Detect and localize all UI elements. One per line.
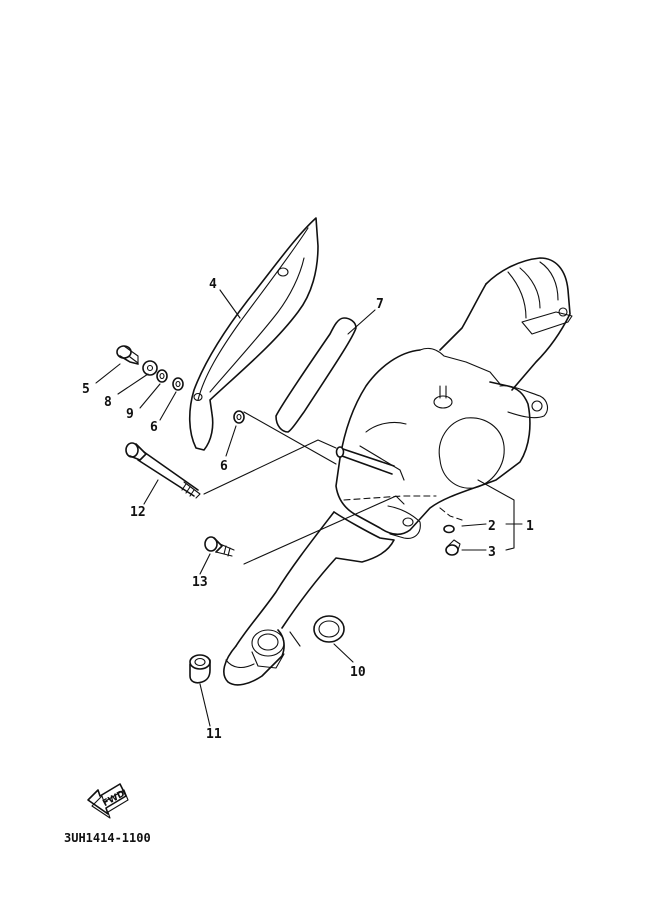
part-grommet-6a [172, 377, 184, 391]
callout-4: 4 [209, 277, 217, 292]
part-bolt-5 [116, 345, 139, 365]
callout-3: 3 [488, 545, 496, 560]
part-drain-plug-3 [445, 539, 461, 556]
part-bushing [189, 654, 211, 684]
part-o-ring-2 [443, 524, 455, 534]
callout-11: 11 [206, 727, 222, 742]
part-oil-seal [313, 615, 345, 643]
part-washer-9 [156, 369, 168, 383]
part-crankcase [335, 257, 573, 539]
callout-6b: 6 [220, 459, 228, 474]
part-washer-8 [142, 360, 158, 376]
fwd-arrow-icon: FWD [87, 783, 129, 819]
callout-8: 8 [104, 395, 112, 410]
part-bolt-13 [204, 536, 235, 557]
callout-13: 13 [192, 575, 208, 590]
part-gasket [275, 317, 357, 433]
callout-5: 5 [82, 382, 90, 397]
part-code: 3UH1414-1100 [64, 831, 151, 845]
callout-2: 2 [488, 519, 496, 534]
callout-12: 12 [130, 505, 146, 520]
part-side-cover [188, 217, 319, 451]
part-kick-arm [223, 511, 395, 686]
leader-lines [95, 289, 523, 727]
part-long-bolt-12 [125, 442, 201, 499]
callout-7: 7 [376, 297, 384, 312]
callout-10: 10 [350, 665, 366, 680]
part-grommet-6b [233, 410, 245, 424]
callout-6a: 6 [150, 420, 158, 435]
callout-1: 1 [526, 519, 534, 534]
callout-9: 9 [126, 407, 134, 422]
